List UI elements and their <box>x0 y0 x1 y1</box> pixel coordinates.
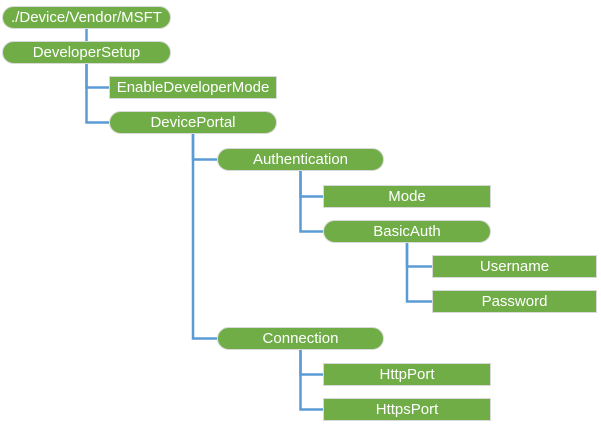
tree-node-authentication: Authentication <box>217 148 384 171</box>
tree-connector <box>299 171 323 198</box>
tree-connector <box>299 350 323 411</box>
tree-node-connection: Connection <box>217 327 384 350</box>
tree-node-device-portal: DevicePortal <box>109 111 277 134</box>
tree-node-https-port: HttpsPort <box>323 398 491 421</box>
tree-connector <box>299 350 323 376</box>
tree-connector <box>85 64 109 124</box>
tree-connector <box>191 134 217 340</box>
tree-node-basic-auth: BasicAuth <box>323 220 491 243</box>
tree-node-password: Password <box>432 290 597 313</box>
tree-connector <box>405 243 432 268</box>
tree-node-root: ./Device/Vendor/MSFT <box>2 6 171 29</box>
tree-connector <box>85 64 109 89</box>
tree-node-enable-developer-mode: EnableDeveloperMode <box>109 76 277 99</box>
tree-node-developer-setup: DeveloperSetup <box>2 41 171 64</box>
tree-connector <box>299 171 323 233</box>
tree-connector <box>191 134 217 161</box>
tree-node-username: Username <box>432 255 597 278</box>
tree-node-http-port: HttpPort <box>323 363 491 386</box>
tree-connector <box>405 243 432 303</box>
tree-node-mode: Mode <box>323 185 491 208</box>
